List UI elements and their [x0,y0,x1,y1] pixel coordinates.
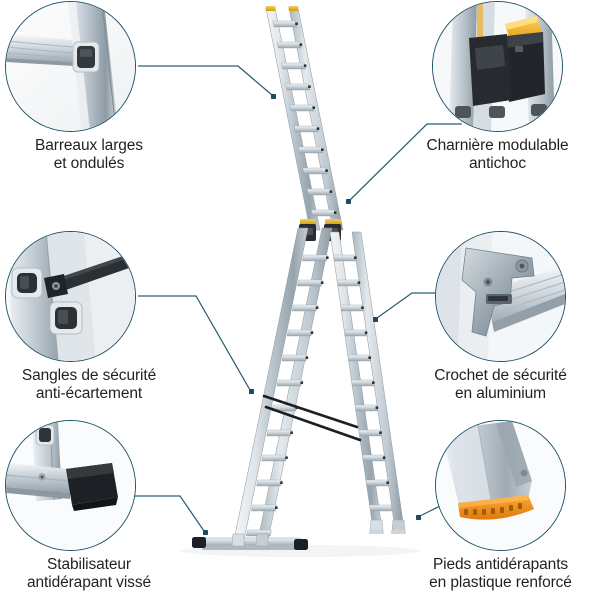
ladder-safety-straps [262,394,362,442]
callout-stabilisateur[interactable]: Stabilisateur antidérapant vissé [0,420,190,592]
ladder-svg [180,6,420,557]
callout-photo-barreaux [5,1,136,132]
callout-caption-barreaux: Barreaux larges et ondulés [35,137,143,172]
callout-pieds[interactable]: Pieds antidérapants en plastique renforc… [413,420,600,592]
stabiliser-foot-left [192,537,206,548]
ladder-front-feet [231,533,269,547]
callout-photo-stabilisateur [5,420,136,551]
callout-caption-pieds: Pieds antidérapants en plastique renforc… [429,556,572,591]
ladder-upper-section [265,6,344,231]
ladder-right-leg [329,231,406,534]
callout-caption-crochet: Crochet de sécurité en aluminium [434,367,567,402]
callout-barreaux[interactable]: Barreaux larges et ondulés [0,1,190,173]
callout-charniere[interactable]: Charnière modulable antichoc [410,1,600,173]
callout-caption-stabilisateur: Stabilisateur antidérapant vissé [26,556,151,591]
callout-photo-sangles [5,231,136,362]
callout-photo-crochet [435,231,566,362]
callout-crochet[interactable]: Crochet de sécurité en aluminium [413,231,600,403]
stabiliser-foot-right [294,539,308,550]
callout-sangles[interactable]: Sangles de sécurité anti-écartement [0,231,190,403]
callout-photo-pieds [435,420,566,551]
callout-photo-charniere [432,1,563,132]
ladder-stabiliser-bar [192,537,308,550]
ladder-illustration [180,6,420,557]
callout-caption-sangles: Sangles de sécurité anti-écartement [21,367,157,402]
ladder-left-leg [233,227,333,541]
callout-caption-charniere: Charnière modulable antichoc [426,137,569,172]
